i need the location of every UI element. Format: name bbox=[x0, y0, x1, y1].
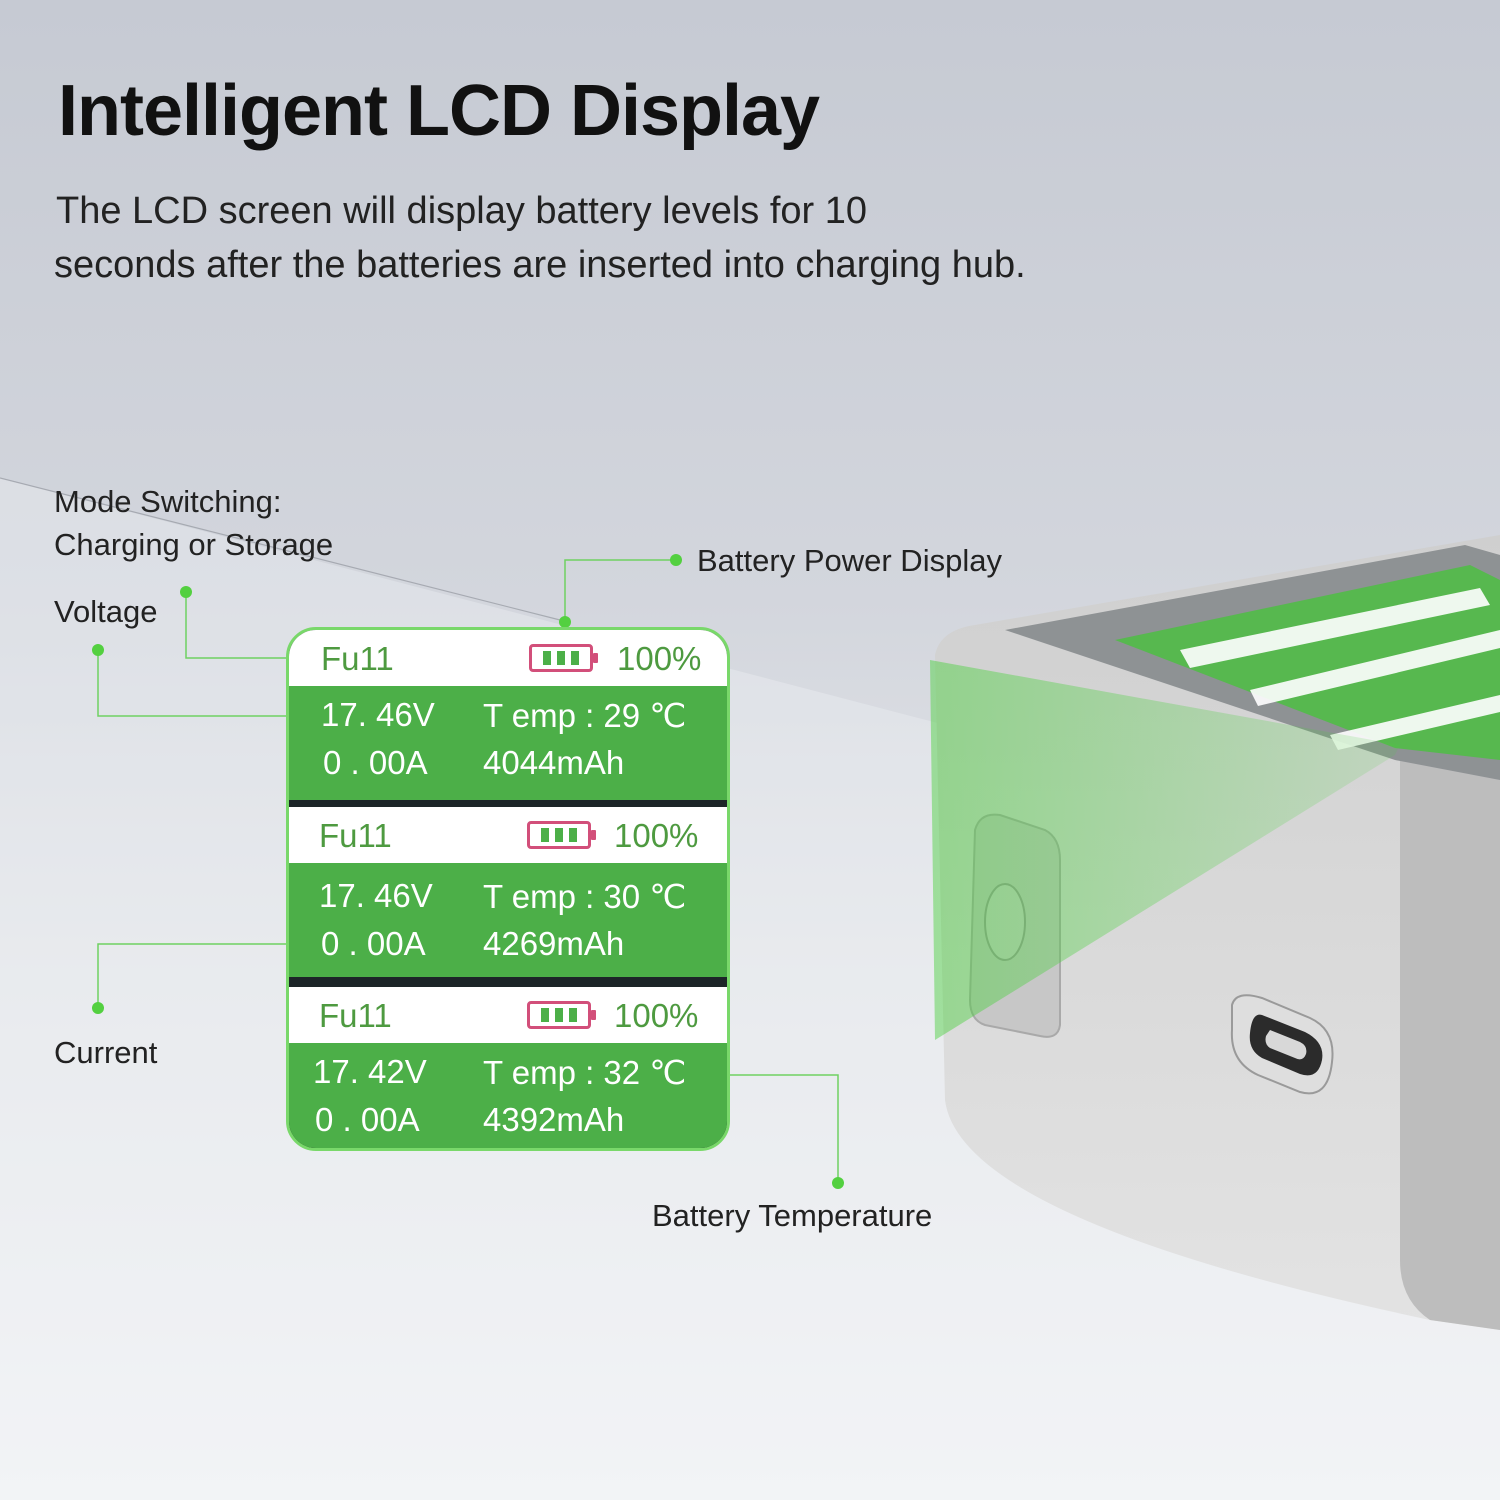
capacity-value: 4044mAh bbox=[483, 744, 625, 781]
slot-header: Fu11 100% bbox=[289, 987, 727, 1043]
mode-switching-label: Mode Switching: bbox=[54, 484, 282, 519]
battery-temperature-label: Battery Temperature bbox=[652, 1198, 933, 1233]
page-title: Intelligent LCD Display bbox=[58, 71, 820, 151]
temperature-value: T emp : 29 ℃ bbox=[483, 697, 687, 734]
battery-level-icon bbox=[527, 1001, 596, 1029]
usb-c-port-icon bbox=[1230, 994, 1334, 1095]
battery-power-label: Battery Power Display bbox=[697, 543, 1002, 578]
slot-header: Fu11 100% bbox=[289, 630, 727, 686]
slot-readings: 17. 46V T emp : 29 ℃ 0 . 00A 4044mAh bbox=[289, 686, 727, 800]
battery-percent: 100% bbox=[617, 640, 702, 677]
mode-name: Fu11 bbox=[321, 640, 394, 677]
battery-percent: 100% bbox=[614, 817, 699, 854]
voltage-label: Voltage bbox=[54, 594, 158, 629]
subtitle-line-1: The LCD screen will display battery leve… bbox=[56, 190, 868, 232]
capacity-value: 4269mAh bbox=[483, 925, 625, 962]
temperature-value: T emp : 32 ℃ bbox=[483, 1054, 687, 1091]
slot-readings: 17. 42V T emp : 32 ℃ 0 . 00A 4392mAh bbox=[289, 1043, 727, 1148]
mode-name: Fu11 bbox=[319, 997, 392, 1034]
current-value: 0 . 00A bbox=[321, 925, 426, 962]
voltage-value: 17. 46V bbox=[321, 696, 435, 733]
voltage-value: 17. 46V bbox=[319, 877, 433, 914]
subtitle-line-2: seconds after the batteries are inserted… bbox=[54, 244, 1026, 286]
lcd-display-panel: Fu11 100% 17. 46V T emp : 29 ℃ 0 . 00A 4… bbox=[286, 627, 730, 1151]
battery-slot-1: Fu11 100% 17. 46V T emp : 29 ℃ 0 . 00A 4… bbox=[289, 630, 727, 800]
current-label: Current bbox=[54, 1035, 158, 1070]
battery-slot-2: Fu11 100% 17. 46V T emp : 30 ℃ 0 . 00A 4… bbox=[289, 807, 727, 977]
temperature-value: T emp : 30 ℃ bbox=[483, 878, 687, 915]
mode-name: Fu11 bbox=[319, 817, 392, 854]
battery-level-icon bbox=[527, 821, 596, 849]
battery-percent: 100% bbox=[614, 997, 699, 1034]
capacity-value: 4392mAh bbox=[483, 1101, 625, 1138]
slot-readings: 17. 46V T emp : 30 ℃ 0 . 00A 4269mAh bbox=[289, 863, 727, 977]
battery-slot-3: Fu11 100% 17. 42V T emp : 32 ℃ 0 . 00A 4… bbox=[289, 987, 727, 1148]
battery-level-icon bbox=[529, 644, 598, 672]
slot-header: Fu11 100% bbox=[289, 807, 727, 863]
voltage-value: 17. 42V bbox=[313, 1053, 427, 1090]
mode-switching-sub-label: Charging or Storage bbox=[54, 527, 334, 562]
charging-hub-device bbox=[930, 535, 1500, 1330]
current-value: 0 . 00A bbox=[323, 744, 428, 781]
current-value: 0 . 00A bbox=[315, 1101, 420, 1138]
